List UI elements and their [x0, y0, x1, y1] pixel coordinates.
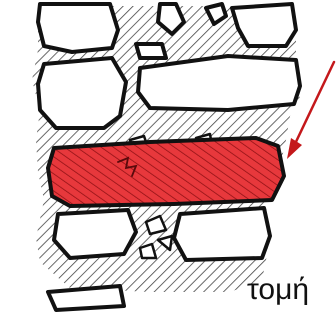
highlighted-section-layer	[48, 138, 284, 206]
pebble-3	[140, 244, 156, 258]
stone-bottom-left	[48, 286, 124, 310]
pointer-arrow-head	[287, 138, 302, 159]
section-caption: τομή	[247, 270, 309, 310]
stone-small-mid	[136, 44, 166, 58]
stone-lower-right	[174, 208, 270, 260]
stone-mid-left	[38, 58, 126, 128]
stone-mid-right	[138, 56, 300, 110]
stone-top-left	[38, 4, 118, 52]
stone-lower-left	[54, 210, 136, 258]
